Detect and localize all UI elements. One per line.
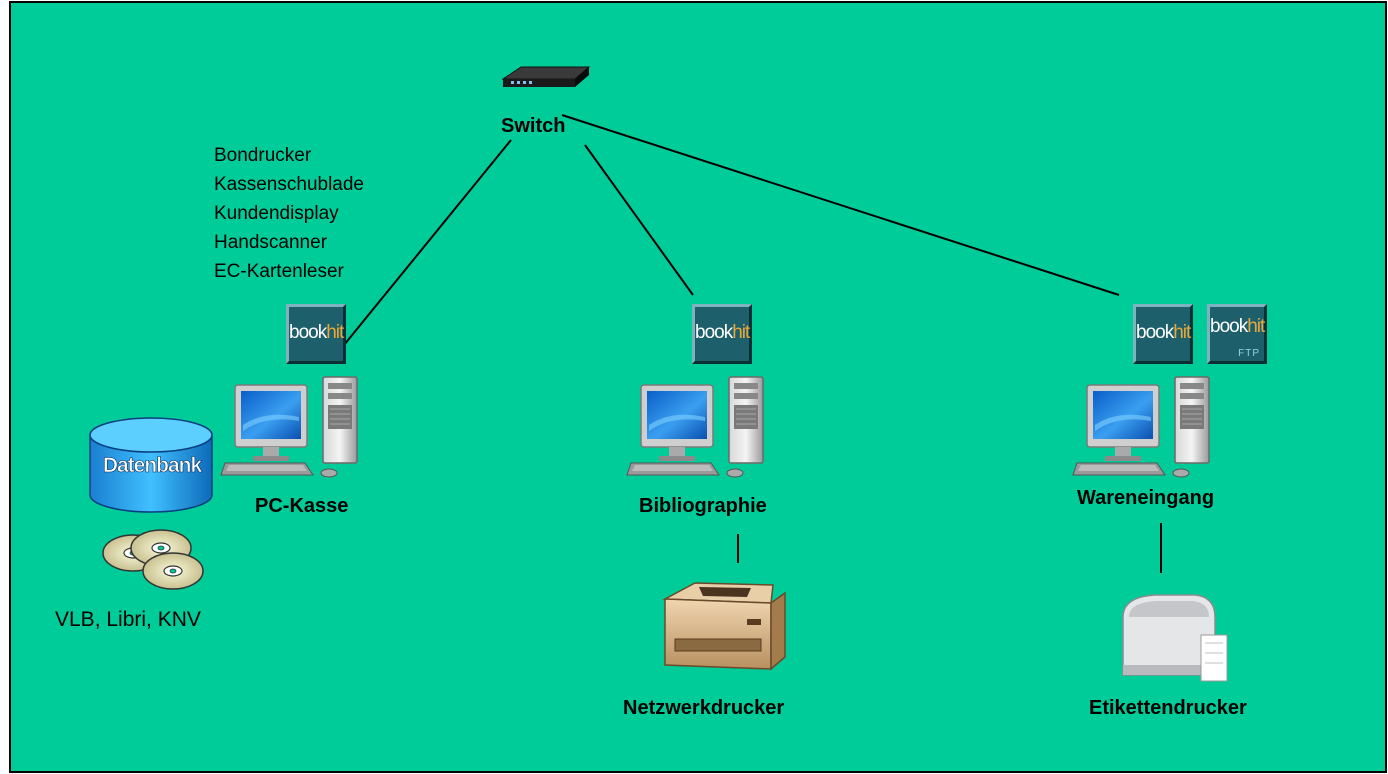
link-switch-bibliographie xyxy=(584,144,694,296)
netzwerkdrucker-label: Netzwerkdrucker xyxy=(623,697,785,719)
diagram-graphics xyxy=(89,66,1228,682)
cd-stack-icon xyxy=(102,529,204,590)
bookhit-ftp-logo: bookhit FTP xyxy=(1207,304,1267,364)
database-icon xyxy=(89,417,213,513)
wareneingang-label: Wareneingang xyxy=(1077,487,1215,509)
peripheral-item: EC-Kartenleser xyxy=(214,261,344,282)
peripheral-item: Handscanner xyxy=(214,232,328,253)
etikettendrucker-label: Etikettendrucker xyxy=(1089,697,1247,719)
pc-kasse-label: PC-Kasse xyxy=(255,495,349,517)
bibliographie-computer-icon xyxy=(626,376,764,478)
peripheral-item: Kundendisplay xyxy=(214,203,339,224)
network-diagram: bookhit bookhit bookhit bookhit FTP Date… xyxy=(9,1,1387,773)
link-switch-wareneingang xyxy=(561,114,1120,296)
switch-icon xyxy=(501,66,591,87)
peripheral-item: Kassenschublade xyxy=(214,174,364,195)
database-label: Datenbank xyxy=(102,454,203,478)
pc-kasse-computer-icon xyxy=(220,376,358,478)
database-sources-label: VLB, Libri, KNV xyxy=(55,608,201,631)
wareneingang-computer-icon xyxy=(1072,376,1210,478)
bibliographie-label: Bibliographie xyxy=(639,495,767,517)
bookhit-logo-pc-kasse: bookhit xyxy=(286,304,346,364)
ftp-label: FTP xyxy=(1238,348,1260,359)
label-printer-icon xyxy=(1122,594,1228,682)
bookhit-logo-wareneingang: bookhit xyxy=(1133,304,1193,364)
network-printer-icon xyxy=(662,582,786,671)
network-connections xyxy=(343,114,1162,573)
bookhit-logo-bibliographie: bookhit xyxy=(692,304,752,364)
switch-label: Switch xyxy=(501,115,566,137)
peripherals-list: Bondrucker Kassenschublade Kundendisplay… xyxy=(214,141,364,286)
link-switch-pc-kasse xyxy=(343,139,512,346)
peripheral-item: Bondrucker xyxy=(214,145,312,166)
